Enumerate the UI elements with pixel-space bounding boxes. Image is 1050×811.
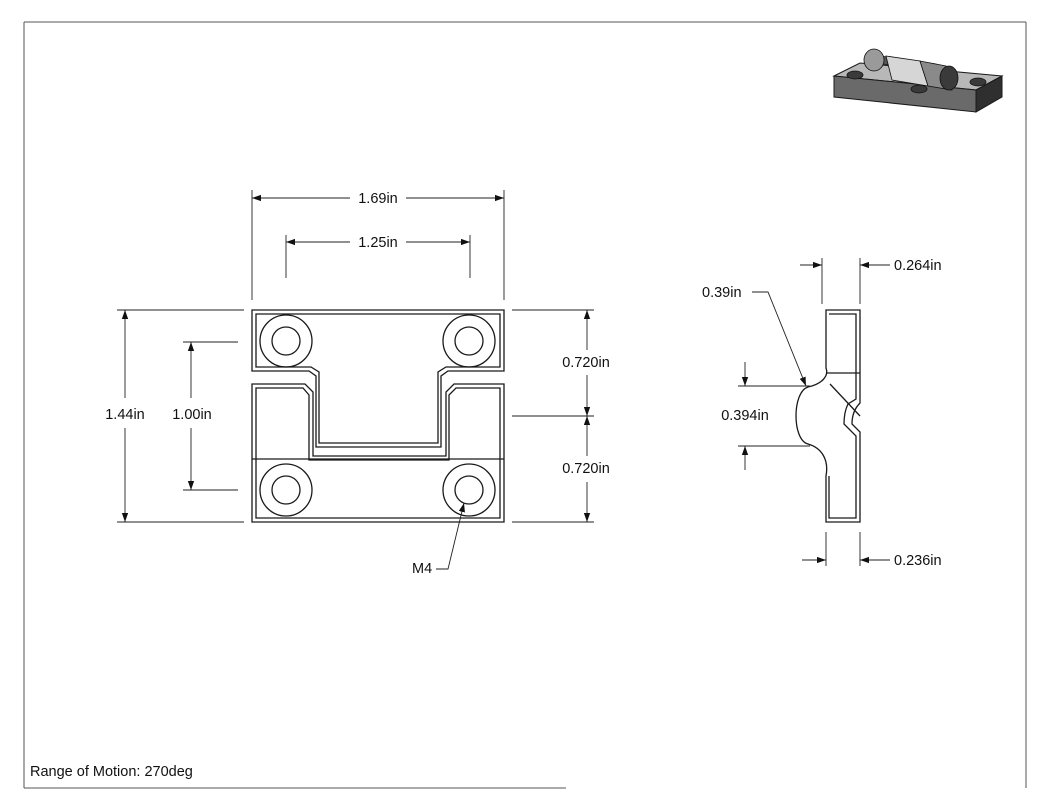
isometric-view (832, 48, 1004, 113)
dim-lower-leaf-height: 0.720in (562, 461, 610, 477)
side-view (795, 309, 861, 523)
dim-leaf-thickness: 0.236in (894, 553, 942, 569)
dim-knuckle-thickness: 0.264in (894, 258, 942, 274)
side-view-dimensions: 0.264in 0.39in 0.394in 0.236in (702, 258, 942, 569)
dim-knuckle-diameter: 0.394in (721, 408, 769, 424)
mounting-hole-bottom-right (442, 463, 496, 517)
mounting-hole-top-right (442, 314, 496, 368)
dim-overall-height: 1.44in (105, 407, 145, 423)
front-view-dimensions: 1.69in 1.25in 1.44in 1.00in 0.720in 0.72… (105, 190, 610, 577)
hole-thread-callout: M4 (412, 561, 432, 577)
mounting-hole-bottom-left (259, 463, 313, 517)
sheet-frame (23, 21, 1027, 789)
front-view (251, 309, 505, 523)
mounting-hole-top-left (259, 314, 313, 368)
dim-upper-leaf-height: 0.720in (562, 355, 610, 371)
range-of-motion-note: Range of Motion: 270deg (30, 764, 193, 780)
dim-hole-spacing-x: 1.25in (358, 235, 398, 251)
dim-hole-spacing-y: 1.00in (172, 407, 212, 423)
dim-overall-width: 1.69in (358, 191, 398, 207)
dim-knuckle-radius: 0.39in (702, 285, 742, 301)
